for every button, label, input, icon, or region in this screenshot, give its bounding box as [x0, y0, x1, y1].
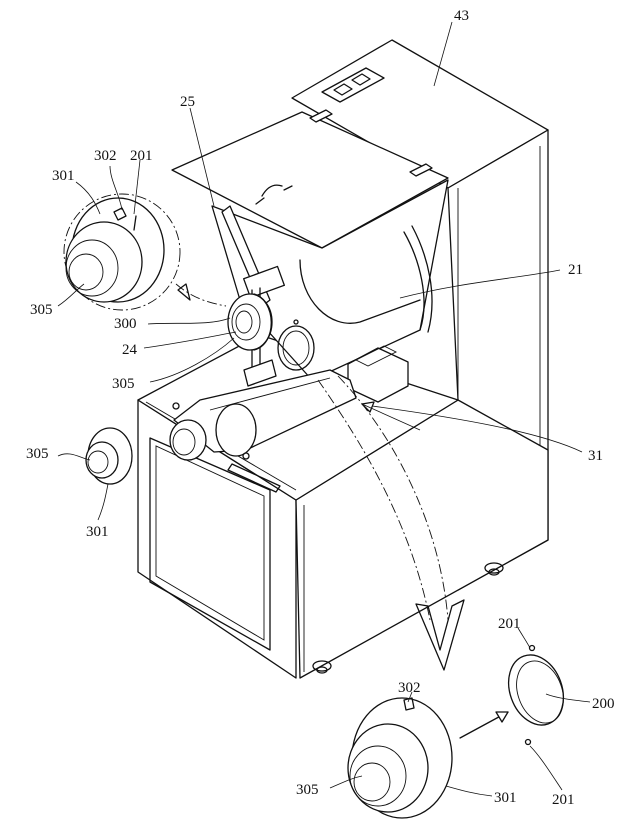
label-24: 24	[122, 342, 138, 358]
hopper-lid	[171, 109, 449, 249]
label-300: 300	[114, 316, 137, 332]
label-201-bottom: 201	[552, 792, 575, 808]
leader-lines	[57, 21, 591, 797]
label-302-upper: 302	[94, 148, 117, 164]
detail-callout-circle	[63, 193, 227, 311]
label-201-upper: 201	[130, 148, 153, 164]
label-302-bottom: 302	[398, 680, 421, 696]
switch-box	[321, 67, 385, 103]
label-25: 25	[180, 94, 195, 110]
label-31: 31	[588, 448, 603, 464]
label-21: 21	[568, 262, 583, 278]
removal-path	[317, 375, 465, 671]
mounted-mold	[227, 293, 273, 351]
exploded-mold-assembly	[347, 644, 565, 819]
label-301-bottom: 301	[494, 790, 517, 806]
label-301-upper: 301	[52, 168, 75, 184]
reference-labels: 43 25 302 201 301 305 300 24 305 21 305 …	[26, 8, 615, 808]
label-305-mid: 305	[112, 376, 135, 392]
left-detached-mold	[85, 427, 133, 485]
label-305-left: 305	[26, 446, 49, 462]
label-305-bottom: 305	[296, 782, 319, 798]
label-301-left: 301	[86, 524, 109, 540]
lever	[221, 205, 285, 387]
motor-and-tube	[169, 345, 409, 493]
label-305-upper: 305	[30, 302, 53, 318]
label-200: 200	[592, 696, 615, 712]
label-43: 43	[454, 8, 469, 24]
label-201-right: 201	[498, 616, 521, 632]
